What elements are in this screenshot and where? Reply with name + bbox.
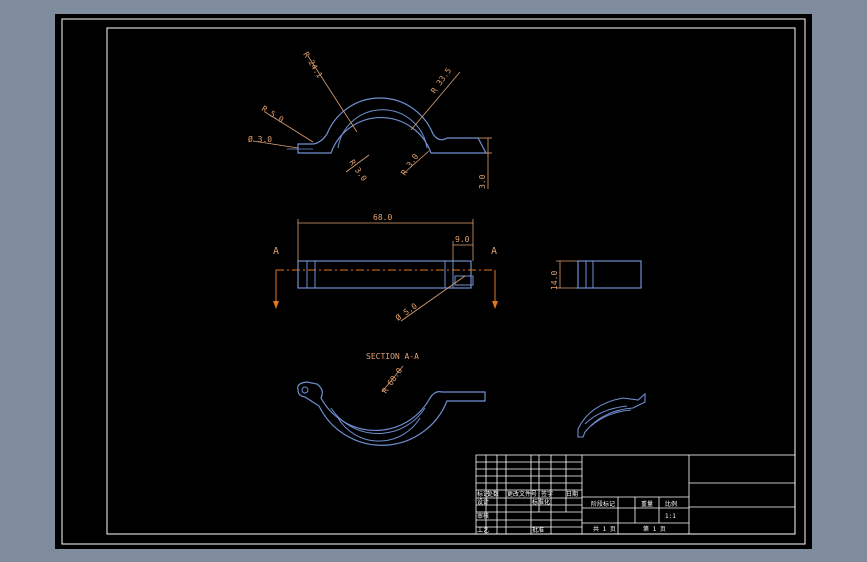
clamp-section-outline: [297, 381, 486, 446]
dim-hole-front-leader: [400, 275, 466, 322]
tb-c3: 更改文件号: [507, 490, 537, 498]
tb-approve: 批准: [532, 526, 544, 534]
dim-r-big: R 33.5: [429, 66, 453, 95]
dim-hole-front: Ø 5.0: [393, 301, 419, 323]
clamp-iso-inner: [584, 405, 628, 425]
tb-design: 设计: [477, 498, 489, 506]
dim-r-inner-left: R 3.0: [347, 158, 368, 183]
dim-r-small: R 5.0: [260, 104, 285, 124]
section-arrow-left-head: [273, 301, 279, 309]
dim-section-radius-leader: [381, 365, 404, 393]
section-view: SECTION A-A R 68.0: [297, 352, 486, 446]
section-mark-left: A: [273, 246, 279, 257]
front-view: A A 68.0 9.0 Ø 5.0: [273, 213, 498, 323]
dim-r-outer-leader: [307, 55, 358, 133]
cad-drawing-sheet: R 24.1 R 33.5 R 5.0 Ø 3.0 R 3.0 R 3.0 3.…: [55, 14, 812, 549]
tb-process: 工艺: [477, 526, 489, 534]
tb-standard: 标准化: [532, 498, 550, 506]
tb-c4: 签字: [541, 490, 553, 498]
tb-check: 审核: [477, 512, 489, 520]
dim-r-inner-left-leader: [345, 154, 370, 173]
title-block: [475, 454, 796, 535]
clamp-front-body: [297, 260, 472, 289]
dim-offset: 9.0: [455, 235, 470, 244]
section-title: SECTION A-A: [366, 352, 419, 361]
outer-border: [61, 18, 806, 545]
dim-hole: Ø 3.0: [248, 134, 272, 144]
clamp-iso-outline: [577, 392, 646, 438]
tb-c1: 标记: [477, 490, 489, 498]
tb-scale-value: 1:1: [665, 513, 676, 520]
tb-sheet-no: 第 1 页: [643, 525, 666, 533]
dim-side-height: 14.0: [550, 271, 559, 290]
dim-r-big-leader: [410, 71, 461, 131]
dim-r-inner-right-leader: [402, 150, 430, 175]
clamp-top-outline: [297, 97, 487, 154]
section-arrow-right-head: [492, 301, 498, 309]
title-block-border: [475, 454, 796, 535]
dim-r-outer: R 24.1: [301, 50, 324, 79]
clamp-section-hole: [301, 386, 309, 394]
tb-c5: 日期: [566, 490, 578, 498]
tb-scale: 比例: [665, 500, 677, 508]
title-block-text: 标记 处数 更改文件号 签字 日期 设计 标准化 审核 工艺 批准 阶段标记 重…: [477, 490, 677, 534]
side-view: 14.0: [550, 260, 642, 290]
section-mark-right: A: [491, 246, 497, 257]
dim-section-radius: R 68.0: [380, 366, 404, 395]
clamp-front-slot: [454, 275, 474, 286]
dim-length: 68.0: [373, 213, 392, 222]
tb-sheets-total: 共 1 页: [593, 525, 616, 533]
dim-r-small-leader: [264, 111, 314, 143]
clamp-section-inner-arc-1: [330, 407, 426, 435]
tb-c2: 处数: [487, 490, 499, 498]
dim-r-inner-right: R 3.0: [399, 152, 420, 177]
inner-frame: [106, 27, 796, 535]
clamp-side-body: [577, 260, 642, 289]
dim-height: 3.0: [478, 174, 487, 189]
tb-weight: 重量: [641, 500, 653, 508]
dim-hole-leader: [252, 140, 299, 149]
tb-stage: 阶段标记: [591, 500, 615, 508]
clamp-top-inner-arc: [337, 109, 428, 149]
isometric-view: [577, 392, 646, 438]
clamp-iso-rim: [590, 409, 632, 427]
clamp-section-inner-arc-2: [337, 417, 421, 442]
cad-drawing-svg: R 24.1 R 33.5 R 5.0 Ø 3.0 R 3.0 R 3.0 3.…: [61, 18, 806, 545]
top-view: R 24.1 R 33.5 R 5.0 Ø 3.0 R 3.0 R 3.0 3.…: [248, 50, 492, 189]
